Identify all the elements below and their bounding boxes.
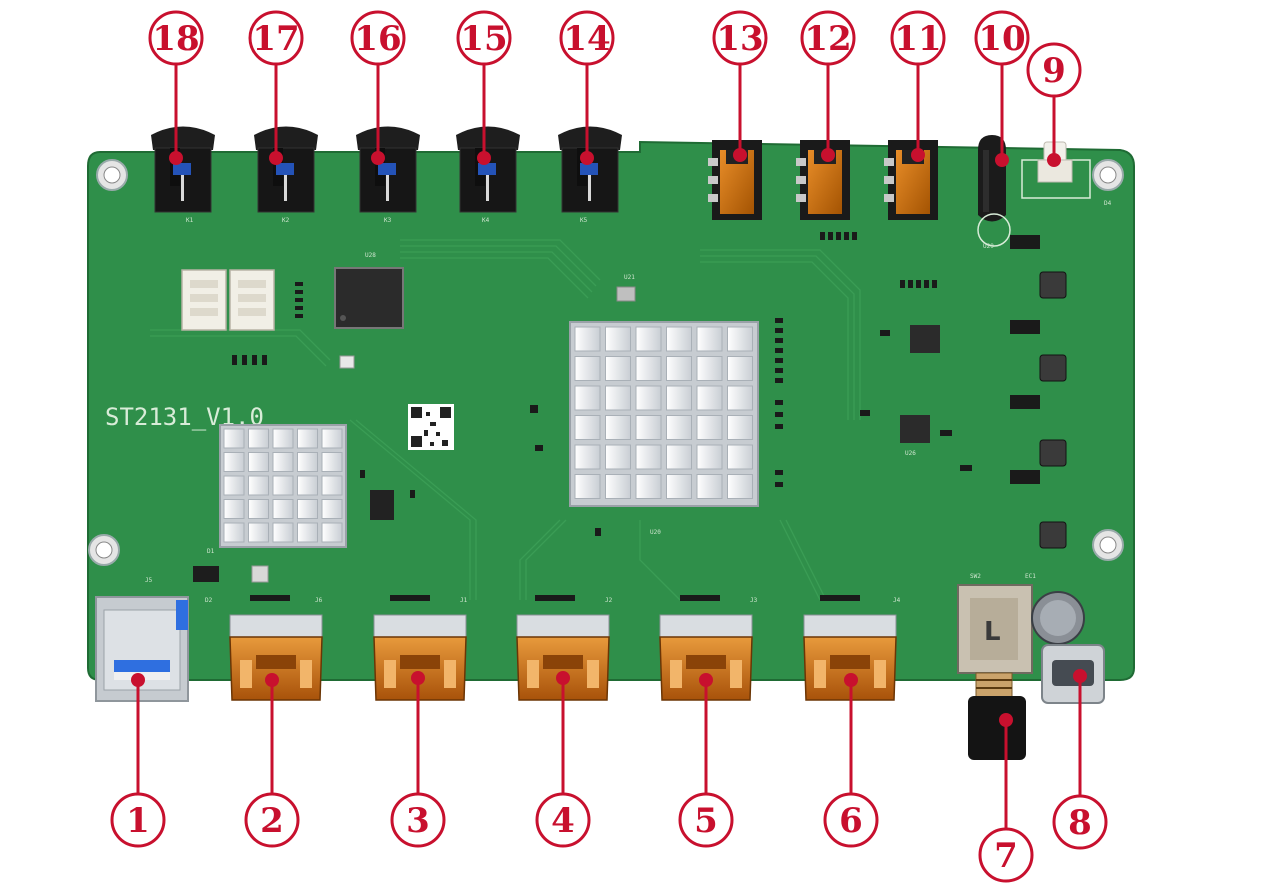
callout-5: 5 [678, 673, 734, 848]
usb-c-port [1041, 644, 1105, 704]
callout-number: 14 [563, 19, 610, 59]
dc-jack [151, 126, 215, 213]
callout-6: 6 [823, 673, 879, 848]
callout-number: 1 [126, 801, 150, 841]
callout-4: 4 [535, 671, 591, 848]
callout-number: 13 [716, 19, 763, 59]
callout-9: 9 [1026, 42, 1082, 167]
callout-number: 11 [894, 19, 941, 59]
silk-ref-label: D2 [205, 597, 213, 604]
silk-ref-label: K5 [580, 217, 588, 224]
callout-3: 3 [390, 671, 446, 848]
silk-ref-label: K3 [384, 217, 392, 224]
hdmi-port [229, 614, 323, 701]
dc-jack [456, 126, 520, 213]
callout-number: 17 [252, 19, 299, 59]
hdmi-port [373, 614, 467, 701]
silk-ref-label: J6 [315, 597, 323, 604]
qr-code [408, 404, 454, 450]
callout-2: 2 [244, 673, 300, 848]
silk-ref-label: J2 [605, 597, 613, 604]
silk-ref-label: U26 [905, 450, 916, 457]
callout-13: 13 [712, 10, 768, 162]
dc-jack [356, 126, 420, 213]
dc-jack [254, 126, 318, 213]
callout-number: 5 [694, 801, 718, 841]
hdmi-port-row [229, 614, 897, 701]
callout-15: 15 [456, 10, 512, 165]
callout-number: 16 [354, 19, 401, 59]
callout-18: 18 [148, 10, 204, 165]
callout-12: 12 [800, 10, 856, 162]
silk-ref-label: U29 [983, 243, 994, 250]
silk-ref-label: K2 [282, 217, 290, 224]
callout-number: 2 [260, 801, 284, 841]
callout-number: 3 [406, 801, 430, 841]
silk-ref-label: J4 [893, 597, 901, 604]
callout-16: 16 [350, 10, 406, 165]
dc-jack [558, 126, 622, 213]
silk-ref-label: SW2 [970, 573, 981, 580]
smd-components [232, 232, 1040, 601]
callout-number: 6 [839, 801, 863, 841]
hdmi-port [803, 614, 897, 701]
jst-headers [181, 269, 275, 331]
silk-ref-label: J1 [460, 597, 468, 604]
silk-ref-label: U20 [650, 529, 661, 536]
callout-17: 17 [248, 10, 304, 165]
callout-8: 8 [1052, 669, 1108, 850]
hdmi-port [659, 614, 753, 701]
push-switch: L [957, 584, 1033, 760]
silk-ref-label: J3 [750, 597, 758, 604]
callout-1: 1 [110, 673, 166, 848]
callout-number: 15 [460, 19, 507, 59]
silk-ref-label: K4 [482, 217, 490, 224]
silk-ref-label: U21 [624, 274, 635, 281]
callout-number: 9 [1042, 51, 1066, 91]
callout-number: 8 [1068, 803, 1092, 843]
chips [193, 267, 940, 583]
pcb-traces [150, 239, 861, 601]
audio-jack [884, 140, 938, 220]
callout-number: 18 [152, 19, 199, 59]
callout-number: 10 [978, 19, 1025, 59]
callout-number: 4 [551, 801, 575, 841]
mounting-holes [88, 159, 1124, 566]
callout-number: 12 [804, 19, 851, 59]
callout-14: 14 [559, 10, 615, 165]
silk-ref-label: U28 [365, 252, 376, 259]
callout-7: 7 [978, 713, 1034, 883]
power-inductors [1039, 271, 1067, 549]
hdmi-port [516, 614, 610, 701]
main-heatsink [569, 321, 759, 507]
silk-ref-label: J5 [145, 577, 153, 584]
silk-ref-label: D1 [207, 548, 215, 555]
small-heatsink [219, 424, 347, 548]
callout-10: 10 [974, 10, 1030, 167]
silk-ref-label: EC1 [1025, 573, 1036, 580]
svg-text:L: L [984, 617, 1001, 647]
callout-number: 7 [994, 836, 1018, 876]
callout-11: 11 [890, 10, 946, 162]
silk-ref-label: D4 [1104, 200, 1112, 207]
capacitor-ec1 [1031, 591, 1085, 645]
silk-ref-label: K1 [186, 217, 194, 224]
